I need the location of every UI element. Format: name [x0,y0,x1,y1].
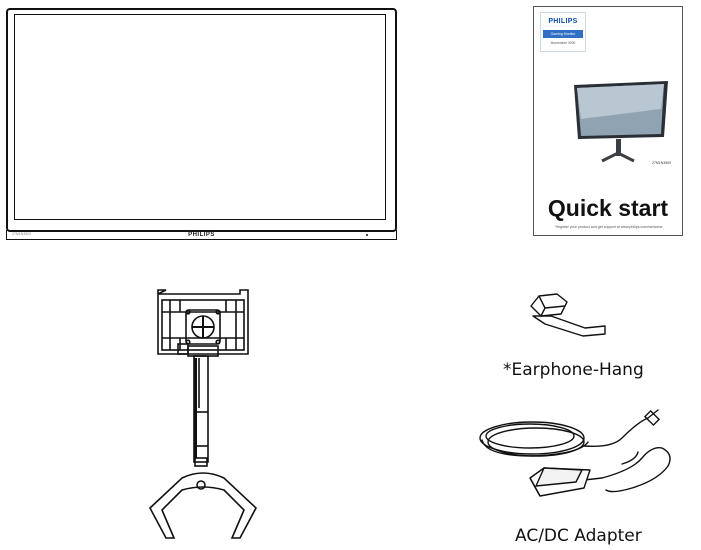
badge-brand-text: PHILIPS [548,18,578,25]
badge-band-text: Gaming Monitor [543,30,583,38]
earphone-hang-label: *Earphone-Hang [503,360,644,380]
monitor-model-label: 27M1N3500 [12,232,32,236]
stand-illustration [149,289,257,539]
booklet-monitor-icon [574,81,668,163]
booklet-title: Quick start [547,195,669,221]
booklet-model-label: 27M1N3500 [652,161,672,165]
power-adapter-icon [479,409,671,497]
monitor-screen [14,14,386,220]
booklet-footer: Register your product and get support at… [555,225,663,229]
quick-start-booklet: PHILIPS Gaming Monitor Momentum 3000 27M… [533,6,683,236]
badge-series-text: Momentum 3000 [550,41,576,45]
monitor-brand-label: PHILIPS [188,232,215,238]
earphone-hang-icon [530,293,606,337]
brand-badge: PHILIPS Gaming Monitor Momentum 3000 [540,12,586,52]
adapter-label: AC/DC Adapter [515,526,642,546]
monitor-illustration: 27M1N3500 PHILIPS [6,8,397,240]
monitor-bezel [6,8,397,232]
power-led-icon [366,234,368,236]
monitor-chin [6,230,397,240]
